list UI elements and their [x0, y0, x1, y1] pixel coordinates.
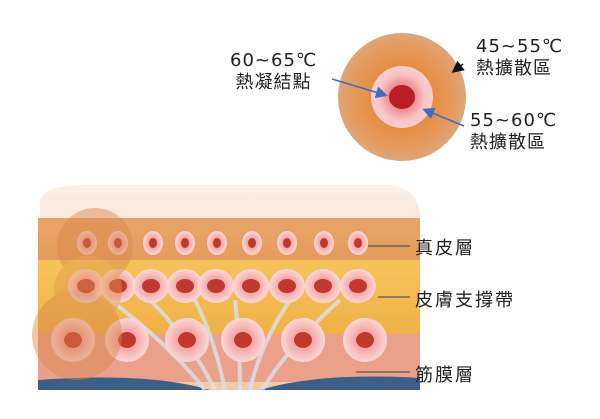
cell-core: [109, 279, 127, 293]
cell-core: [118, 332, 136, 348]
cell-core: [314, 279, 332, 293]
cell-core: [320, 238, 328, 248]
heat-zone-circle: [331, 33, 466, 161]
cell-core: [149, 238, 157, 248]
label-middle-name: 熱擴散區: [470, 132, 546, 153]
layer-label-support-band: 皮膚支撐帶: [415, 290, 515, 311]
arrow-core: [331, 78, 388, 99]
cell-core: [83, 238, 91, 248]
arrow-outer: [451, 60, 465, 73]
cell-core: [294, 332, 312, 348]
layer-label-fascia: 筋膜層: [415, 365, 475, 386]
cell-core: [278, 279, 296, 293]
cell-core: [283, 238, 291, 248]
label-outer-temp: 45~55℃: [476, 36, 564, 57]
label-middle: 55~60℃ 熱擴散區: [470, 110, 557, 154]
cell-core: [176, 279, 194, 293]
cell-core: [142, 279, 160, 293]
cell-core: [181, 238, 189, 248]
layer-label-dermis: 真皮層: [415, 238, 475, 259]
cell-core: [234, 332, 252, 348]
label-core: 60~65℃ 熱凝結點: [230, 50, 317, 94]
label-outer-name: 熱擴散區: [476, 58, 552, 79]
cell-core: [64, 332, 82, 348]
cell-rows: [51, 231, 387, 362]
coagulation-point: [389, 85, 415, 109]
arrow-middle: [422, 107, 465, 127]
cell-core: [349, 279, 367, 293]
label-core-temp: 60~65℃: [230, 50, 318, 71]
cell-core: [207, 279, 225, 293]
cell-core: [242, 279, 260, 293]
cell-core: [77, 279, 95, 293]
label-outer: 45~55℃ 熱擴散區: [476, 36, 563, 80]
cell-core: [356, 332, 374, 348]
cell-core: [213, 238, 221, 248]
cell-core: [114, 238, 122, 248]
heat-spheres: [32, 208, 133, 380]
label-middle-temp: 55~60℃: [470, 110, 558, 131]
label-core-name: 熱凝結點: [235, 72, 312, 93]
cell-core: [178, 332, 196, 348]
cell-core: [354, 238, 362, 248]
cell-core: [248, 238, 256, 248]
